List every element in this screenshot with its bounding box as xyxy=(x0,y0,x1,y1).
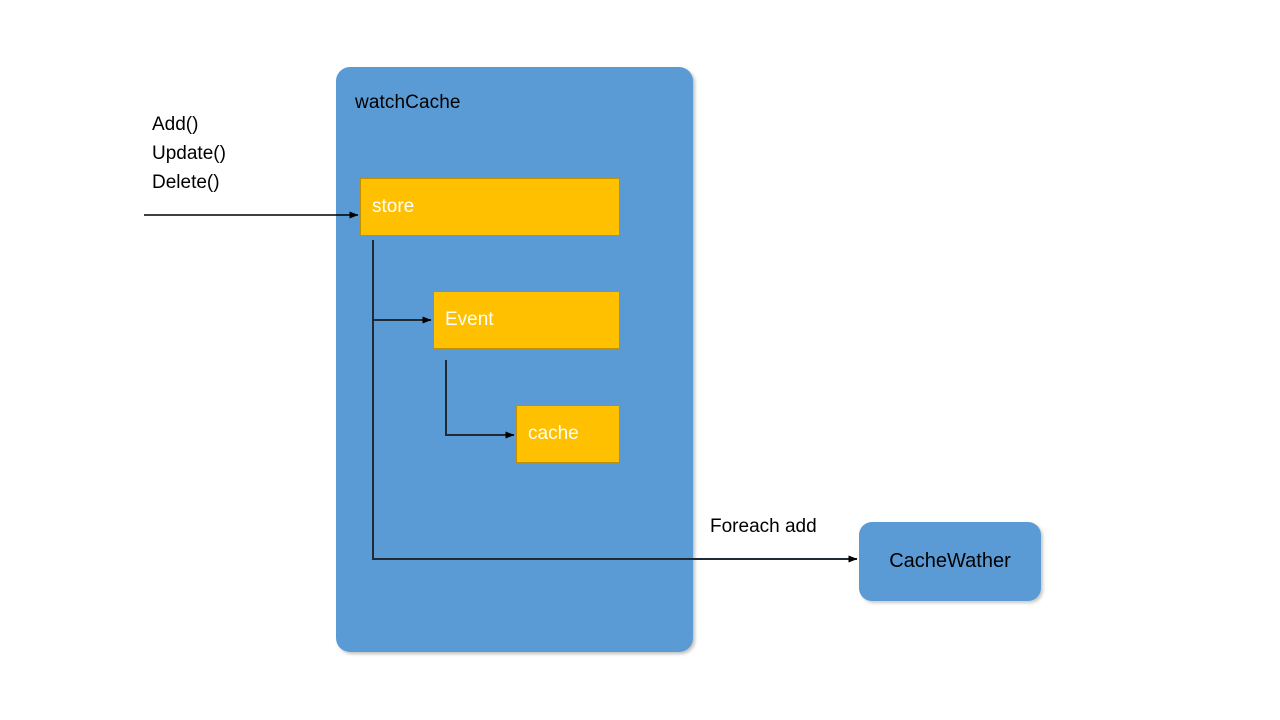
node-cache-label: cache xyxy=(528,423,579,444)
annotation-foreach-add: Foreach add xyxy=(710,516,817,537)
annotation-update: Update() xyxy=(152,143,226,164)
annotation-add: Add() xyxy=(152,114,199,135)
annotation-delete: Delete() xyxy=(152,172,220,193)
node-cachewather[interactable]: CacheWather xyxy=(859,522,1041,601)
watchcache-label: watchCache xyxy=(355,92,461,113)
node-store-label: store xyxy=(372,196,415,217)
node-event-label: Event xyxy=(445,309,494,330)
node-cache[interactable]: cache xyxy=(516,405,620,463)
node-event[interactable]: Event xyxy=(433,291,620,349)
watchcache-container[interactable] xyxy=(336,67,693,652)
node-store[interactable]: store xyxy=(360,178,620,236)
node-cachewather-label: CacheWather xyxy=(889,550,1011,572)
